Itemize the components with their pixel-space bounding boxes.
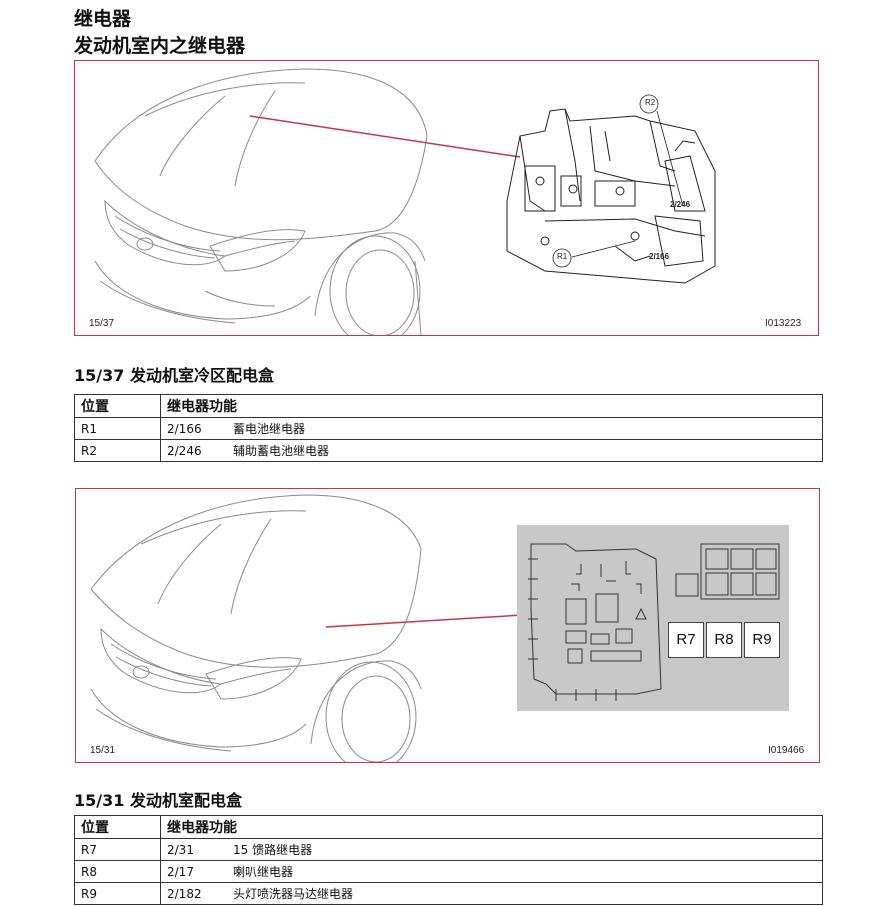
cell-position: R1: [74, 417, 161, 440]
table-header-row: 位置 继电器功能: [74, 815, 823, 839]
car-front-drawing-icon: [94, 68, 716, 335]
callout-r2: [639, 94, 659, 114]
figure-engine-fusebox: R7 R8 R9 15/31 I019466: [75, 488, 820, 763]
relay-bracket-drawing-icon: [506, 108, 716, 284]
page-subtitle: 发动机室内之继电器: [74, 35, 246, 57]
figure-ref-right: I019466: [768, 745, 805, 756]
callout-2-166-label: 2/166: [649, 252, 670, 261]
callout-2-246-label: 2/246: [670, 200, 691, 209]
figure-ref-left: 15/31: [90, 745, 116, 756]
cell-position: R9: [74, 882, 161, 905]
page-title: 继电器: [74, 8, 132, 30]
callout-r1-label: R1: [557, 252, 568, 261]
car-front-drawing-icon: [90, 494, 789, 762]
relay-function: 喇叭继电器: [233, 865, 294, 879]
table-row: R9 2/182 头灯喷洗器马达继电器: [74, 882, 823, 905]
relay-code: 2/166: [167, 422, 202, 436]
section-title-15-37: 15/37 发动机室冷区配电盒: [74, 366, 274, 385]
relay-function: 蓄电池继电器: [233, 422, 306, 436]
figure-ref-left: 15/37: [89, 318, 115, 329]
cell-position: R2: [74, 439, 161, 462]
fuse-box-drawing-icon: [517, 525, 789, 711]
relay-function: 15 馈路继电器: [233, 843, 313, 857]
relay-code: 2/246: [167, 444, 202, 458]
cell-function: 2/31 15 馈路继电器: [160, 838, 823, 861]
table-header-row: 位置 继电器功能: [74, 394, 823, 418]
figure-ref-right: I013223: [765, 318, 802, 329]
relay-function: 头灯喷洗器马达继电器: [233, 887, 354, 901]
callout-r1: [552, 248, 572, 268]
cell-function: 2/166 蓄电池继电器: [160, 417, 823, 440]
relay-table-15-31: 位置 继电器功能 R7 2/31 15 馈路继电器 R8 2/17 喇叭继电器 R9…: [74, 815, 823, 905]
section-title-15-31: 15/31 发动机室配电盒: [74, 791, 242, 810]
cell-function: 2/17 喇叭继电器: [160, 860, 823, 883]
relay-table-15-37: 位置 继电器功能 R1 2/166 蓄电池继电器 R2 2/246 辅助蓄电池继电器: [74, 394, 823, 462]
relay-r9-box: R9: [744, 622, 780, 658]
header-position: 位置: [74, 394, 161, 418]
table-row: R2 2/246 辅助蓄电池继电器: [74, 439, 823, 462]
cell-function: 2/246 辅助蓄电池继电器: [160, 439, 823, 462]
header-position: 位置: [74, 815, 161, 839]
header-function: 继电器功能: [160, 394, 823, 418]
relay-r7-box: R7: [668, 622, 704, 658]
relay-code: 2/31: [167, 843, 194, 857]
relay-code: 2/17: [167, 865, 194, 879]
figure-engine-bay-relays: R2 2/246 R1 2/166 15/37 I013223: [74, 60, 819, 336]
cell-position: R8: [74, 860, 161, 883]
callout-r2-label: R2: [645, 98, 656, 107]
table-row: R1 2/166 蓄电池继电器: [74, 417, 823, 440]
relay-r8-box: R8: [706, 622, 742, 658]
table-row: R7 2/31 15 馈路继电器: [74, 838, 823, 861]
relay-function: 辅助蓄电池继电器: [233, 444, 330, 458]
table-row: R8 2/17 喇叭继电器: [74, 860, 823, 883]
header-function: 继电器功能: [160, 815, 823, 839]
cell-position: R7: [74, 838, 161, 861]
relay-code: 2/182: [167, 887, 202, 901]
cell-function: 2/182 头灯喷洗器马达继电器: [160, 882, 823, 905]
